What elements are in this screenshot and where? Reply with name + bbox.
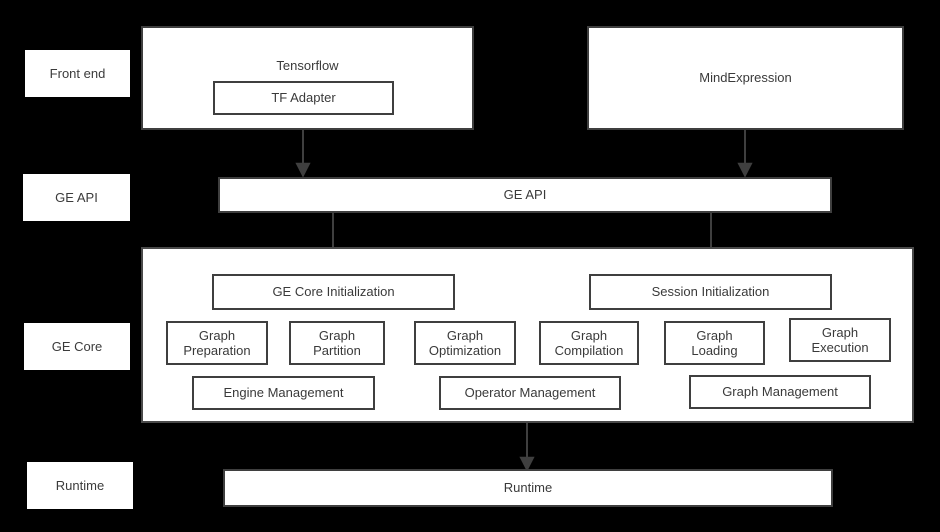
manager-engine-management[interactable]: Engine Management: [192, 376, 375, 410]
layer-label-runtime: Runtime: [27, 462, 133, 509]
module-graph-preparation[interactable]: Graph Preparation: [166, 321, 268, 365]
manager-operator-management[interactable]: Operator Management: [439, 376, 621, 410]
module-graph-execution[interactable]: Graph Execution: [789, 318, 891, 362]
frontend-mindexpression[interactable]: MindExpression: [587, 26, 904, 130]
layer-label-front-end: Front end: [25, 50, 130, 97]
tensorflow-label: Tensorflow: [276, 58, 339, 73]
manager-graph-management[interactable]: Graph Management: [689, 375, 871, 409]
module-graph-compilation[interactable]: Graph Compilation: [539, 321, 639, 365]
layer-label-ge-core: GE Core: [24, 323, 130, 370]
module-graph-loading[interactable]: Graph Loading: [664, 321, 765, 365]
ge-api-bar[interactable]: GE API: [218, 177, 832, 213]
layer-label-ge-api: GE API: [23, 174, 130, 221]
session-initialization[interactable]: Session Initialization: [589, 274, 832, 310]
module-graph-optimization[interactable]: Graph Optimization: [414, 321, 516, 365]
runtime-bar[interactable]: Runtime: [223, 469, 833, 507]
frontend-tf-adapter[interactable]: TF Adapter: [213, 81, 394, 115]
ge-core-initialization[interactable]: GE Core Initialization: [212, 274, 455, 310]
module-graph-partition[interactable]: Graph Partition: [289, 321, 385, 365]
